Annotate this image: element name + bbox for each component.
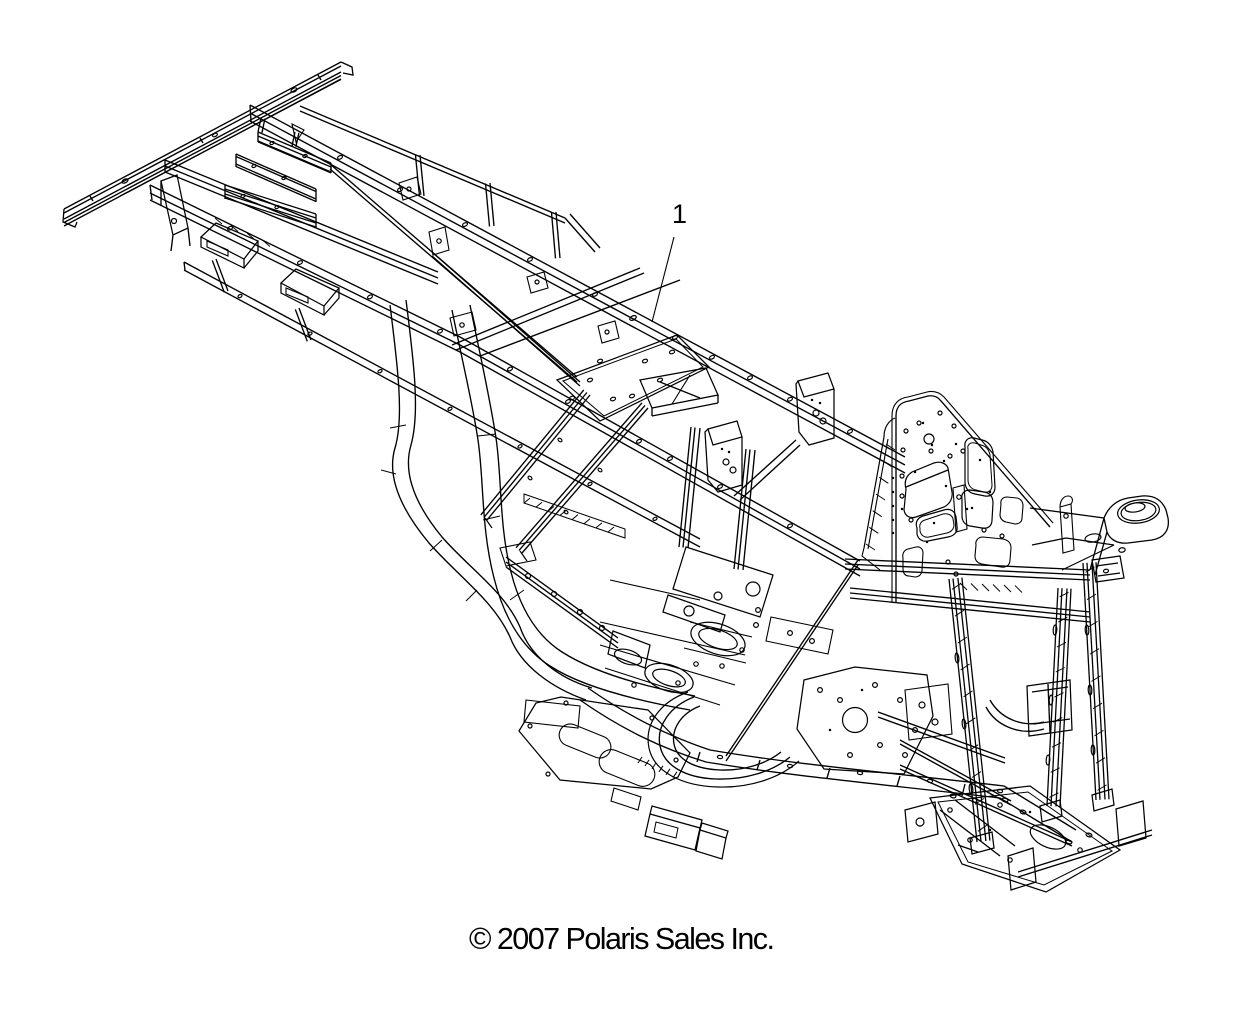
svg-text:© 2007 Polaris Sales Inc.: © 2007 Polaris Sales Inc. (469, 922, 775, 956)
svg-text:1: 1 (672, 199, 687, 229)
